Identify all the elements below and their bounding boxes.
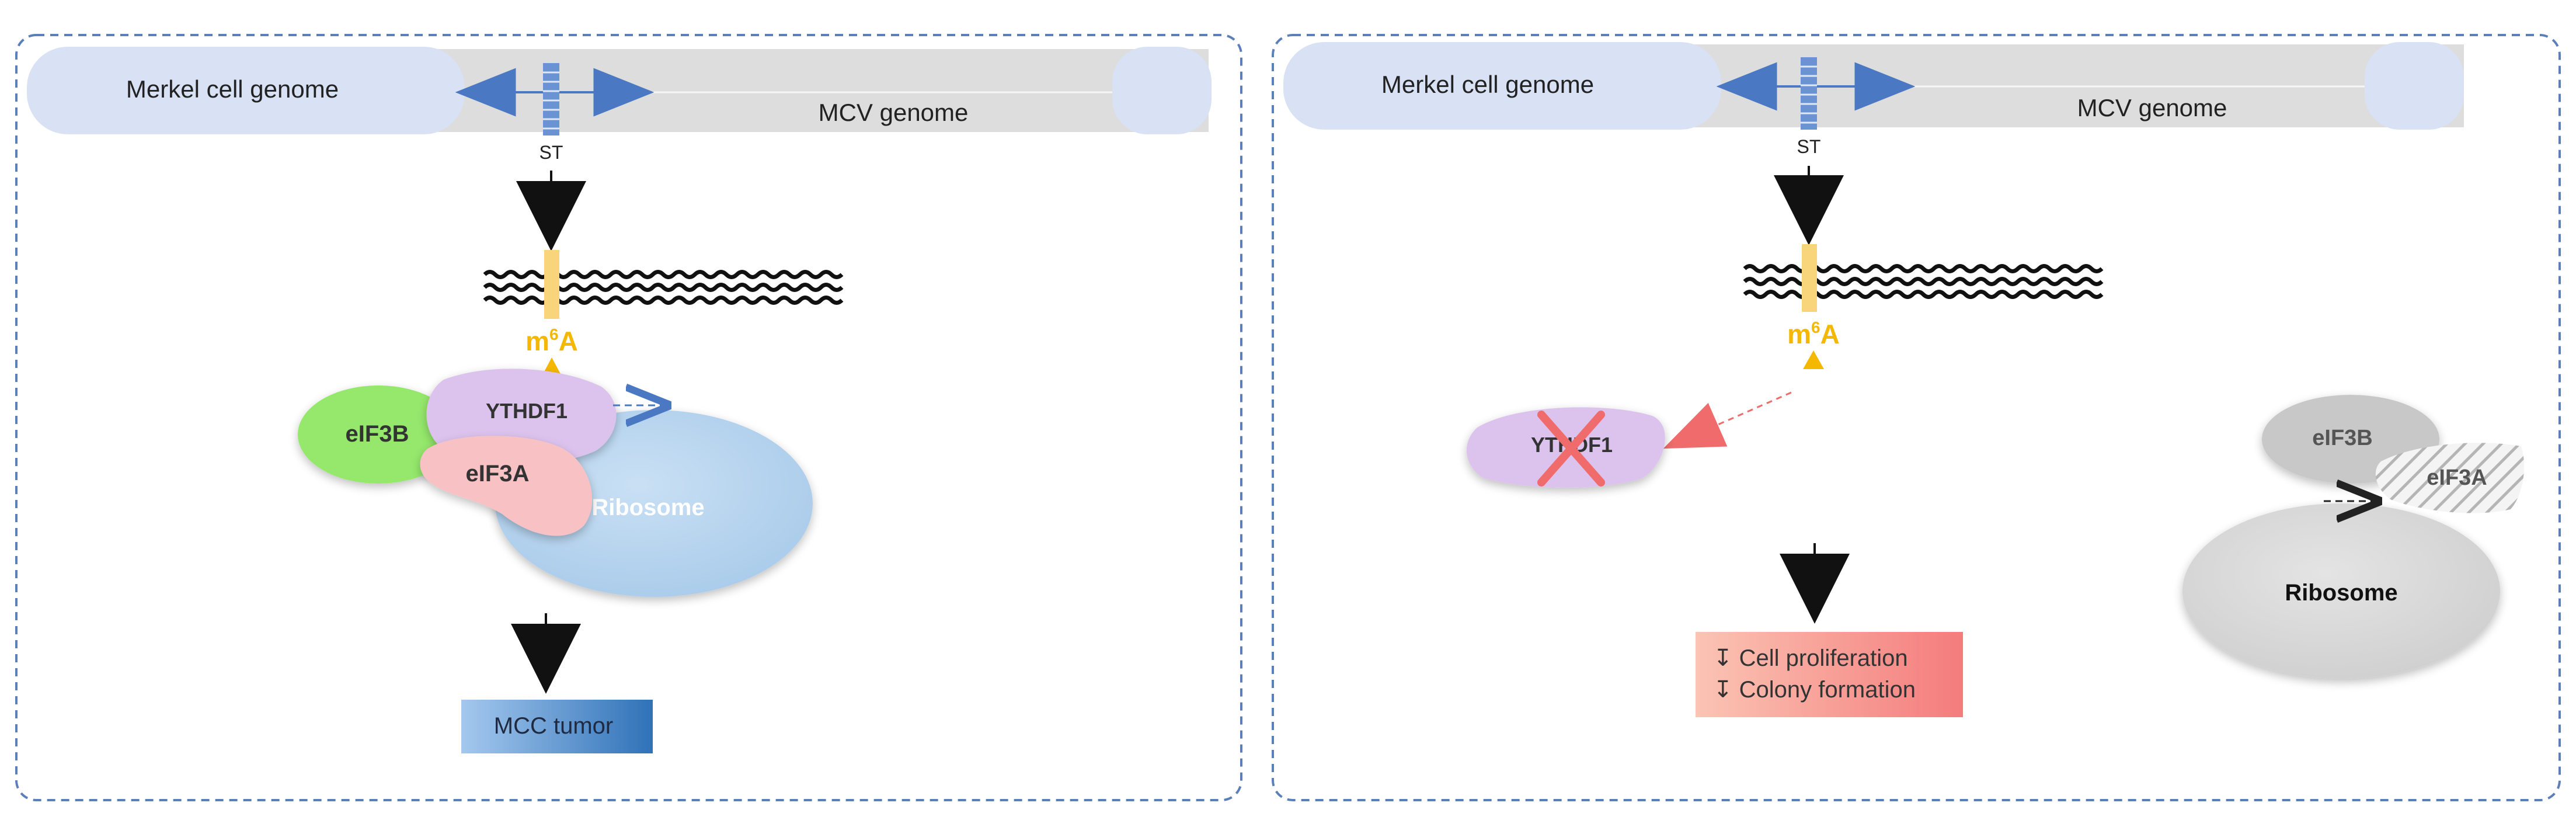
failed-binding-arrow [1663,391,1792,449]
viral-genome-end-cap [1112,47,1212,134]
outcome-line-proliferation: ↧ Cell proliferation [1713,645,1908,671]
mrna-wave-2 [483,283,844,292]
m6a-label: m6A [525,325,578,356]
mrna-strands [483,270,844,305]
m6a-label: m6A [1787,318,1840,349]
panel-knockdown: Merkel cell genome MCV genome ST m6A YTH… [1272,34,2561,801]
outcome-line-colony: ↧ Colony formation [1713,677,1916,703]
outcome-box [1696,632,1963,717]
panel-border [15,34,1242,801]
mrna-wave-1 [483,270,844,279]
ribosome-label: Ribosome [2285,580,2397,606]
mcc-tumor-label: MCC tumor [494,713,613,739]
eif3a-shape [420,436,593,536]
mrna-wave-3 [1743,290,2104,299]
mrna-strands [1743,264,2104,299]
eif3a-label: eIF3A [466,461,530,487]
mrna-wave-3 [483,296,844,305]
panel-normal: Merkel cell genome MCV genome ST m6A Rib… [15,34,1242,801]
viral-genome-end-cap [2365,42,2464,130]
viral-genome-label: MCV genome [819,99,969,126]
st-gene-label: ST [539,142,563,163]
eif3a-label: eIF3A [2427,465,2487,490]
viral-genome-track [420,49,1209,132]
mrna-wave-2 [1743,277,2104,286]
mcc-tumor-box [461,700,653,753]
host-genome-label: Merkel cell genome [126,75,339,103]
st-gene-label: ST [1797,136,1821,157]
ribosome-label: Ribosome [591,495,704,520]
host-genome-block [1283,42,1721,130]
ythdf1-label: YTHDF1 [486,399,568,423]
st-gene-mark [543,63,559,135]
m6a-site-mark [1802,244,1817,312]
host-genome-label: Merkel cell genome [1381,71,1594,98]
st-gene-mark [1801,57,1817,130]
m6a-pointer [1803,350,1824,369]
m6a-site-mark [544,250,559,319]
knockout-x-icon [1537,411,1605,487]
panel-border [1272,34,2561,801]
ribosome-shape [2182,503,2500,679]
mrna-wave-1 [1743,264,2104,273]
viral-genome-label: MCV genome [2077,94,2227,121]
eif3b-shape [298,385,459,484]
host-genome-block [27,47,465,134]
eif3a-shape [2375,443,2525,513]
eif3b-label: eIF3B [2312,426,2372,450]
eif3b-label: eIF3B [346,421,409,447]
